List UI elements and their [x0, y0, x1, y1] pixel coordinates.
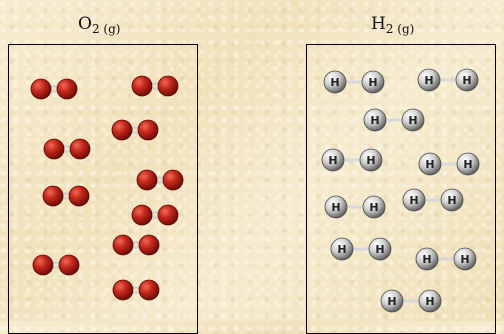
atom-label: H	[424, 74, 433, 87]
h2-gas-label: H2 (g)	[371, 14, 414, 36]
o2-atom	[30, 78, 52, 100]
h2-atom	[418, 152, 442, 176]
atom-label: H	[463, 158, 472, 171]
h2-atom	[453, 247, 477, 271]
o2-atom	[32, 254, 54, 276]
o2-atom	[157, 75, 179, 97]
h2-atom	[440, 188, 464, 212]
atom-label: H	[425, 295, 434, 308]
h2-atom	[456, 152, 480, 176]
o2-atom	[68, 185, 90, 207]
o2-atom	[162, 169, 184, 191]
o2-molecule	[131, 204, 179, 226]
o2-atom	[157, 204, 179, 226]
atom-label: H	[368, 76, 377, 89]
h2-atom	[324, 195, 348, 219]
o2-atom	[136, 169, 158, 191]
o2-label-sub: 2 (g)	[91, 22, 121, 36]
atom-label: H	[425, 158, 434, 171]
h2-label-main: H	[371, 14, 386, 34]
o2-atom	[111, 119, 133, 141]
o2-molecule	[43, 138, 91, 160]
o2-molecule	[30, 78, 78, 100]
atom-label: H	[409, 194, 418, 207]
atom-label: H	[330, 76, 339, 89]
atom-label: H	[369, 201, 378, 214]
h2-atom	[363, 108, 387, 132]
atom-label: H	[447, 194, 456, 207]
h2-atom	[380, 289, 404, 313]
o2-atom	[112, 279, 134, 301]
h2-atom	[361, 70, 385, 94]
h2-atom	[359, 148, 383, 172]
o2-molecule	[42, 185, 90, 207]
h2-atom	[417, 68, 441, 92]
h2-atom	[415, 247, 439, 271]
atom-label: H	[328, 154, 337, 167]
h2-atom	[402, 188, 426, 212]
atom-label: H	[462, 74, 471, 87]
atom-label: H	[375, 243, 384, 256]
h2-atom	[330, 237, 354, 261]
o2-atom	[112, 234, 134, 256]
o2-molecule	[136, 169, 184, 191]
o2-atom	[131, 204, 153, 226]
h2-atom	[362, 195, 386, 219]
h2-atom	[321, 148, 345, 172]
atom-label: H	[460, 253, 469, 266]
h2-atom	[323, 70, 347, 94]
o2-atom	[69, 138, 91, 160]
o2-molecule	[131, 75, 179, 97]
o2-atom	[58, 254, 80, 276]
o2-atom	[131, 75, 153, 97]
o2-molecule	[112, 234, 160, 256]
atom-label: H	[366, 154, 375, 167]
o2-atom	[43, 138, 65, 160]
o2-molecule	[32, 254, 80, 276]
h2-label-sub: 2 (g)	[385, 22, 415, 36]
atom-label: H	[370, 114, 379, 127]
h2-atom	[401, 108, 425, 132]
atom-label: H	[331, 201, 340, 214]
h2-atom	[368, 237, 392, 261]
atom-label: H	[408, 114, 417, 127]
o2-atom	[138, 234, 160, 256]
o2-atom	[42, 185, 64, 207]
o2-molecule	[111, 119, 159, 141]
o2-molecule	[112, 279, 160, 301]
o2-gas-label: O2 (g)	[78, 14, 120, 36]
atom-label: H	[422, 253, 431, 266]
h2-atom	[455, 68, 479, 92]
h2-atom	[418, 289, 442, 313]
atom-label: H	[387, 295, 396, 308]
o2-label-main: O	[78, 14, 92, 34]
o2-atom	[138, 279, 160, 301]
o2-atom	[137, 119, 159, 141]
atom-label: H	[337, 243, 346, 256]
o2-atom	[56, 78, 78, 100]
